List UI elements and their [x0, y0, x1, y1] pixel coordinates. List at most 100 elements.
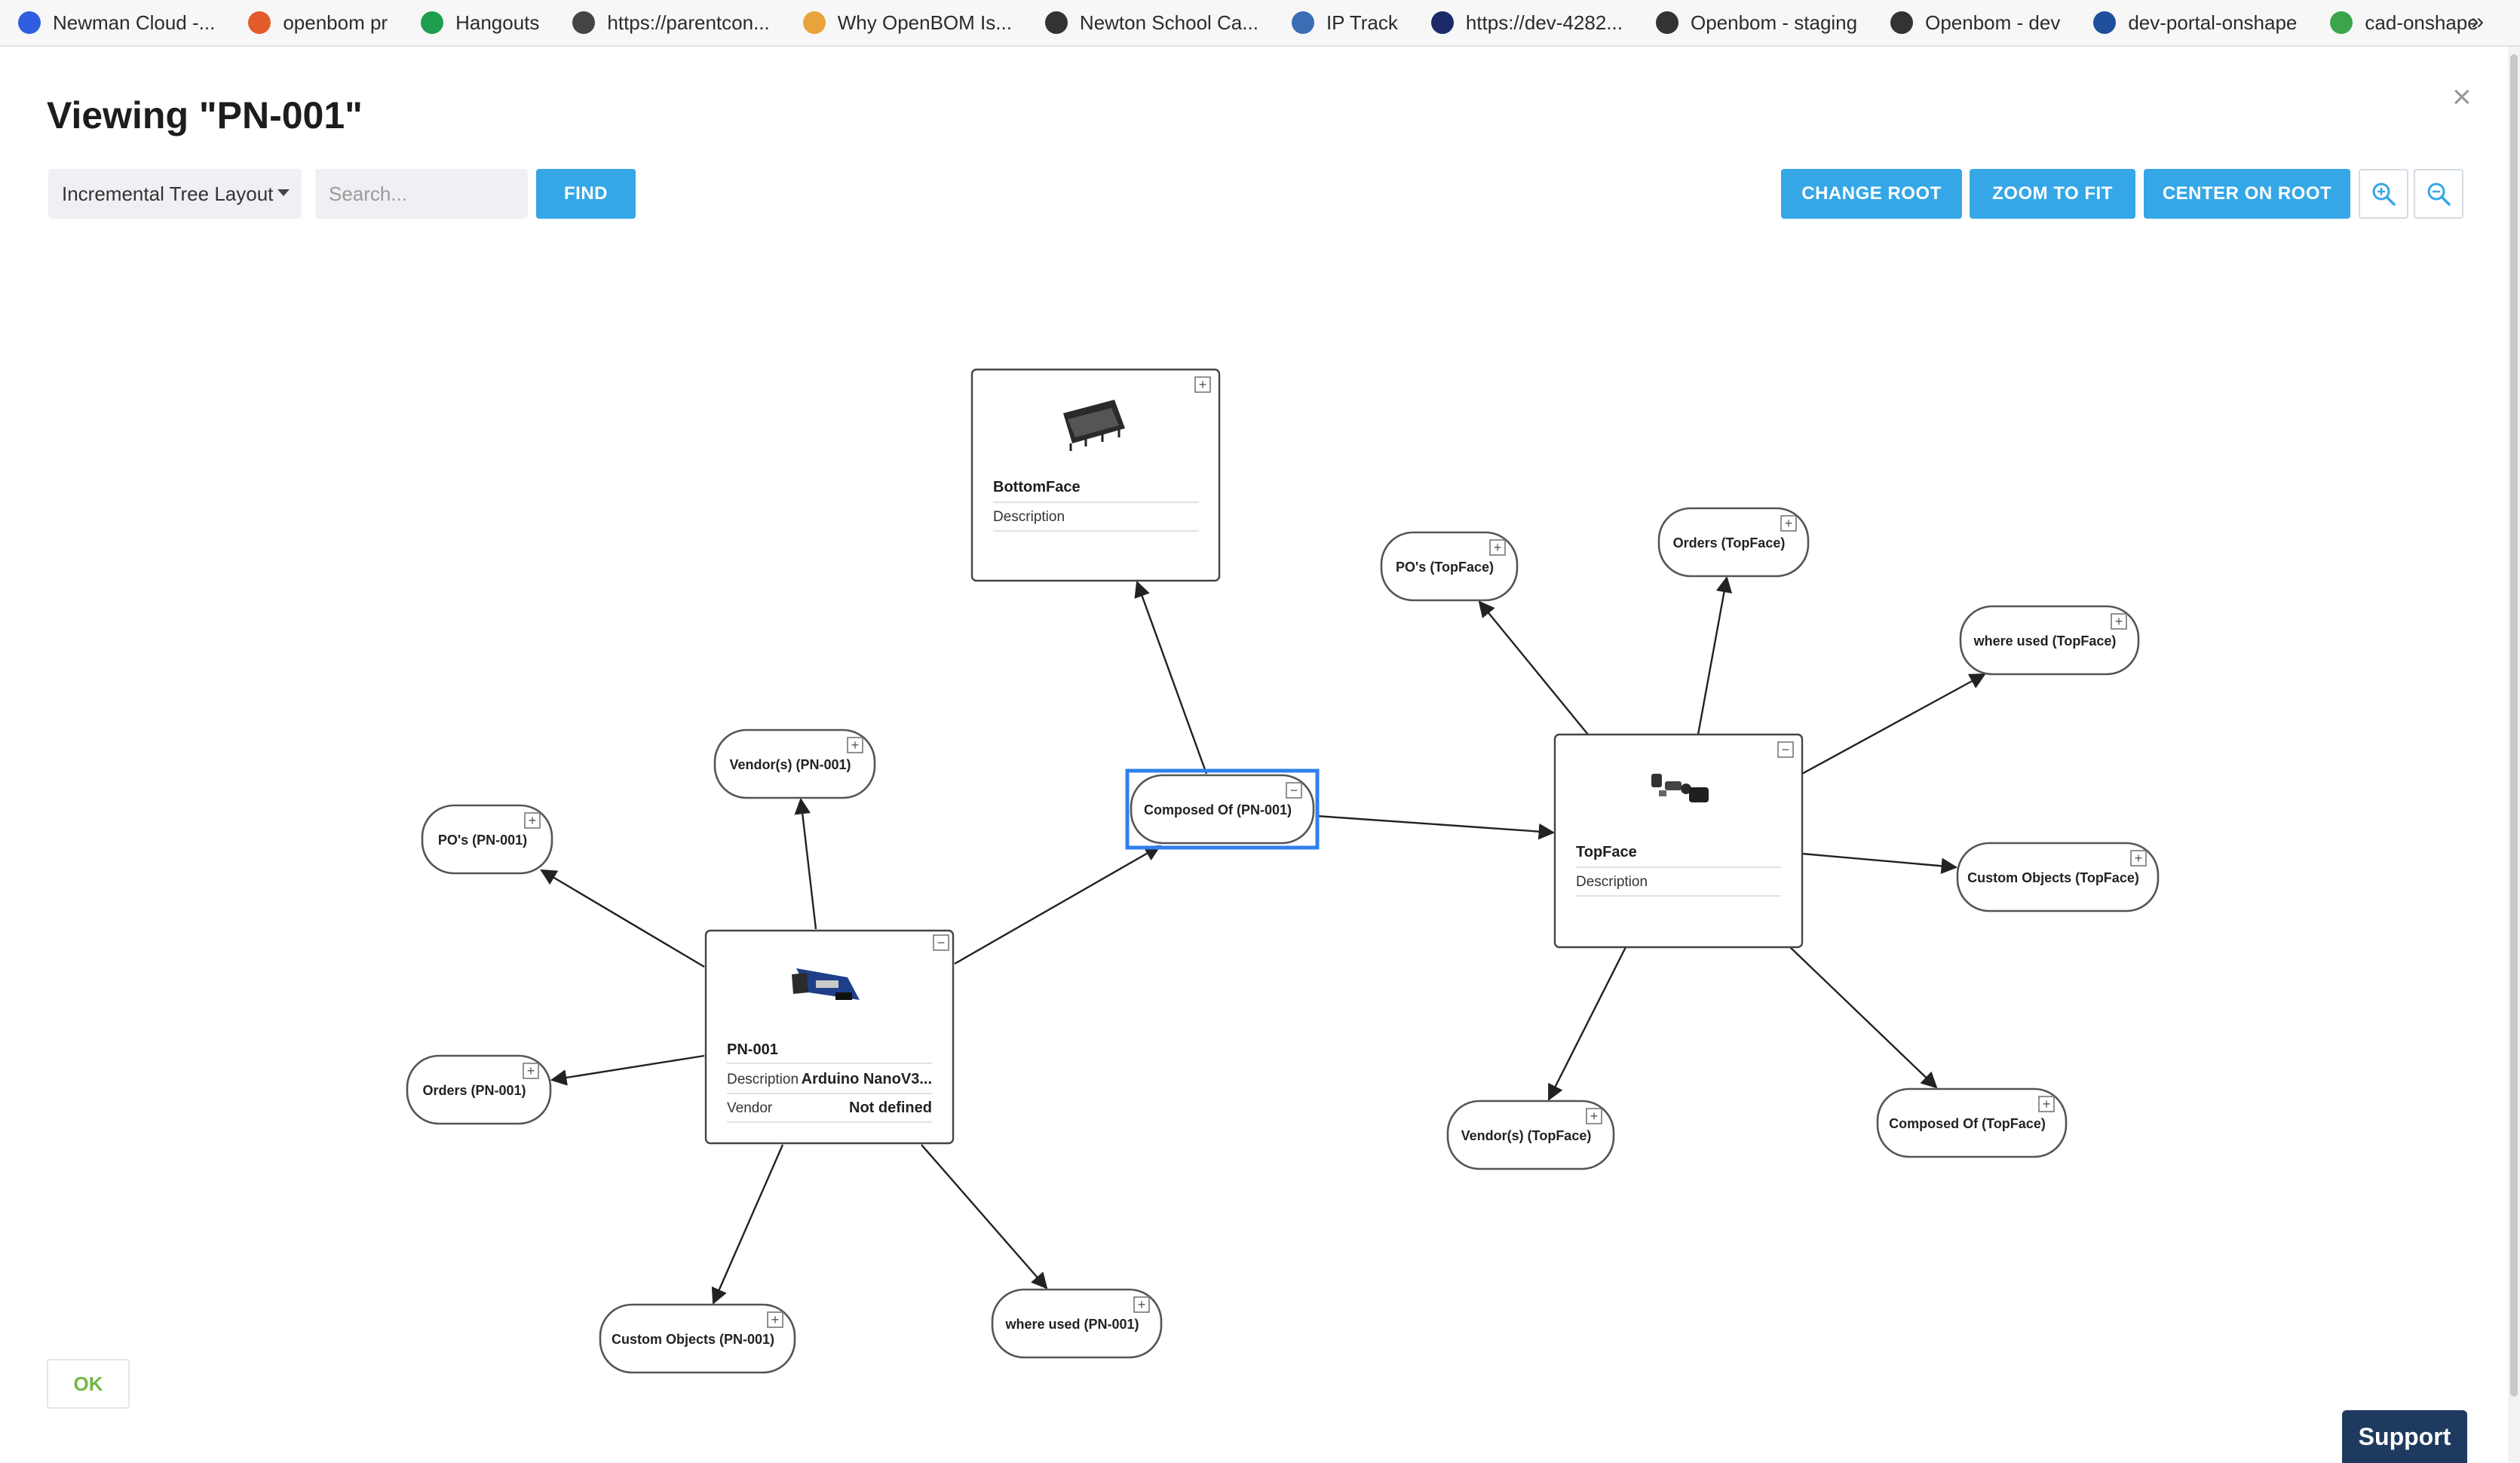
card-field-value: Not defined — [849, 1100, 932, 1116]
search-input[interactable] — [315, 169, 528, 219]
pill-orders-pn001[interactable]: Orders (PN-001)+ — [406, 1054, 552, 1125]
svg-text:+: + — [1199, 377, 1207, 392]
pill-orders-topface[interactable]: Orders (TopFace)+ — [1657, 507, 1810, 578]
edge — [540, 869, 705, 968]
expand-toggle[interactable] — [1194, 376, 1211, 393]
bom-card-pn001[interactable]: PN-001 Description Arduino NanoV3... Ven… — [704, 929, 955, 1145]
edge — [1547, 946, 1627, 1101]
zoom-out-button[interactable] — [2414, 169, 2463, 219]
expand-toggle[interactable] — [1133, 1296, 1150, 1313]
find-button[interactable]: FIND — [536, 169, 636, 219]
bookmark-item[interactable]: Openbom - dev — [1890, 11, 2060, 35]
edge — [954, 845, 1161, 965]
bookmarks-overflow-button[interactable]: » — [2471, 9, 2484, 34]
bookmark-label: Why OpenBOM Is... — [837, 11, 1012, 34]
pill-label: Orders (PN-001) — [422, 1083, 526, 1098]
svg-text:−: − — [937, 935, 946, 950]
center-on-root-button[interactable]: CENTER ON ROOT — [2144, 169, 2350, 219]
bookmark-item[interactable]: Why OpenBOM Is... — [802, 11, 1012, 35]
edge — [711, 1144, 784, 1305]
pill-pos-topface[interactable]: PO's (TopFace)+ — [1380, 531, 1519, 602]
bookmark-item[interactable]: Newton School Ca... — [1044, 11, 1258, 35]
expand-toggle[interactable] — [2111, 613, 2127, 630]
bookmark-item[interactable]: https://parentcon... — [572, 11, 770, 35]
toggle-glyph: + — [2115, 614, 2123, 629]
collapse-toggle[interactable] — [933, 934, 949, 951]
toggle-glyph: + — [1138, 1297, 1146, 1312]
bookmark-item[interactable]: Openbom - staging — [1655, 11, 1857, 35]
pill-label: Vendor(s) (TopFace) — [1461, 1128, 1592, 1143]
globe-icon — [1890, 11, 1914, 34]
expand-toggle[interactable] — [1780, 515, 1797, 532]
bookmark-label: dev-portal-onshape — [2128, 11, 2298, 34]
pill-label: where used (TopFace) — [1973, 633, 2117, 649]
zoom-to-fit-button[interactable]: ZOOM TO FIT — [1970, 169, 2135, 219]
bom-card-topface[interactable]: TopFace Description − — [1553, 733, 1804, 949]
collapse-toggle[interactable] — [1286, 782, 1302, 799]
expand-toggle[interactable] — [2130, 850, 2147, 866]
bookmark-item[interactable]: Newman Cloud -... — [18, 11, 215, 35]
scrollbar-thumb[interactable] — [2510, 54, 2518, 1397]
bookmark-label: https://dev-4282... — [1465, 11, 1623, 34]
openbom-icon — [802, 11, 826, 34]
card-field-value: Arduino NanoV3... — [802, 1071, 932, 1087]
edge — [794, 797, 817, 930]
toggle-glyph: + — [2135, 851, 2143, 866]
pill-custom-topface[interactable]: Custom Objects (TopFace) + — [1956, 842, 2160, 912]
circle-icon — [1430, 11, 1454, 34]
pill-pos-pn001[interactable]: PO's (PN-001)+ — [421, 804, 553, 875]
bookmark-item[interactable]: https://dev-4282... — [1430, 11, 1623, 35]
layout-select-value: Incremental Tree Layout — [62, 182, 274, 205]
expand-toggle[interactable] — [524, 812, 541, 829]
bookmark-p-icon — [572, 11, 596, 34]
selection-highlight — [1125, 768, 1320, 850]
toggle-glyph: + — [527, 1063, 535, 1078]
expand-toggle[interactable] — [1489, 539, 1506, 556]
support-button[interactable]: Support — [2342, 1410, 2467, 1463]
bookmark-label: https://parentcon... — [607, 11, 770, 34]
ok-button[interactable]: OK — [47, 1359, 130, 1409]
edge — [921, 1144, 1048, 1290]
bookmark-item[interactable]: cad-onshape — [2330, 11, 2479, 35]
pill-label: PO's (TopFace) — [1396, 560, 1494, 575]
pill-label: Composed Of (PN-001) — [1144, 802, 1292, 817]
pill-label: Vendor(s) (PN-001) — [729, 757, 851, 772]
expand-toggle[interactable] — [847, 737, 863, 753]
scrollbar[interactable] — [2508, 47, 2520, 1463]
expand-toggle[interactable] — [523, 1063, 539, 1079]
bookmark-item[interactable]: IP Track — [1291, 11, 1398, 35]
zoom-in-button[interactable] — [2359, 169, 2408, 219]
change-root-button[interactable]: CHANGE ROOT — [1781, 169, 1962, 219]
pill-label: Custom Objects (TopFace) — [1967, 870, 2139, 885]
bom-card-bottomface[interactable]: BottomFace Description + — [970, 368, 1221, 582]
pill-whereused-pn001[interactable]: where used (PN-001)+ — [991, 1288, 1163, 1359]
dialog-title: Viewing "PN-001" — [47, 94, 363, 136]
circuit-board-icon — [1063, 400, 1125, 451]
expand-toggle[interactable] — [2038, 1096, 2055, 1112]
pill-vendors-pn001[interactable]: Vendor(s) (PN-001)+ — [713, 728, 876, 799]
gear-icon — [2330, 11, 2353, 34]
bookmark-item[interactable]: Hangouts — [421, 11, 539, 35]
edge — [1478, 600, 1589, 735]
parts-icon — [1651, 774, 1709, 802]
globe-icon — [1044, 11, 1068, 34]
edge — [1316, 814, 1556, 840]
pill-custom-pn001[interactable]: Custom Objects (PN-001)+ — [599, 1303, 796, 1374]
pill-composed-pn001[interactable]: Composed Of (PN-001)− — [1130, 774, 1315, 845]
collapse-toggle[interactable] — [1777, 741, 1794, 758]
pill-composed-topface[interactable]: Composed Of (TopFace)+ — [1876, 1087, 2068, 1158]
edge — [1134, 580, 1208, 774]
bookmark-item[interactable]: dev-portal-onshape — [2093, 11, 2297, 35]
card-name: PN-001 — [727, 1041, 778, 1058]
pill-vendors-topface[interactable]: Vendor(s) (TopFace)+ — [1446, 1100, 1615, 1170]
pill-whereused-topface[interactable]: where used (TopFace) + — [1959, 605, 2140, 676]
expand-toggle[interactable] — [767, 1311, 783, 1328]
pill-label: Orders (TopFace) — [1673, 535, 1786, 551]
bookmark-item[interactable]: openbom pr — [248, 11, 388, 35]
onshape-icon — [2093, 11, 2117, 34]
close-icon[interactable]: × — [2452, 78, 2472, 115]
graph-edges — [540, 575, 1986, 1305]
layout-select[interactable]: Incremental Tree Layout — [48, 169, 302, 219]
bookmark-label: Newman Cloud -... — [53, 11, 216, 34]
expand-toggle[interactable] — [1586, 1108, 1602, 1124]
